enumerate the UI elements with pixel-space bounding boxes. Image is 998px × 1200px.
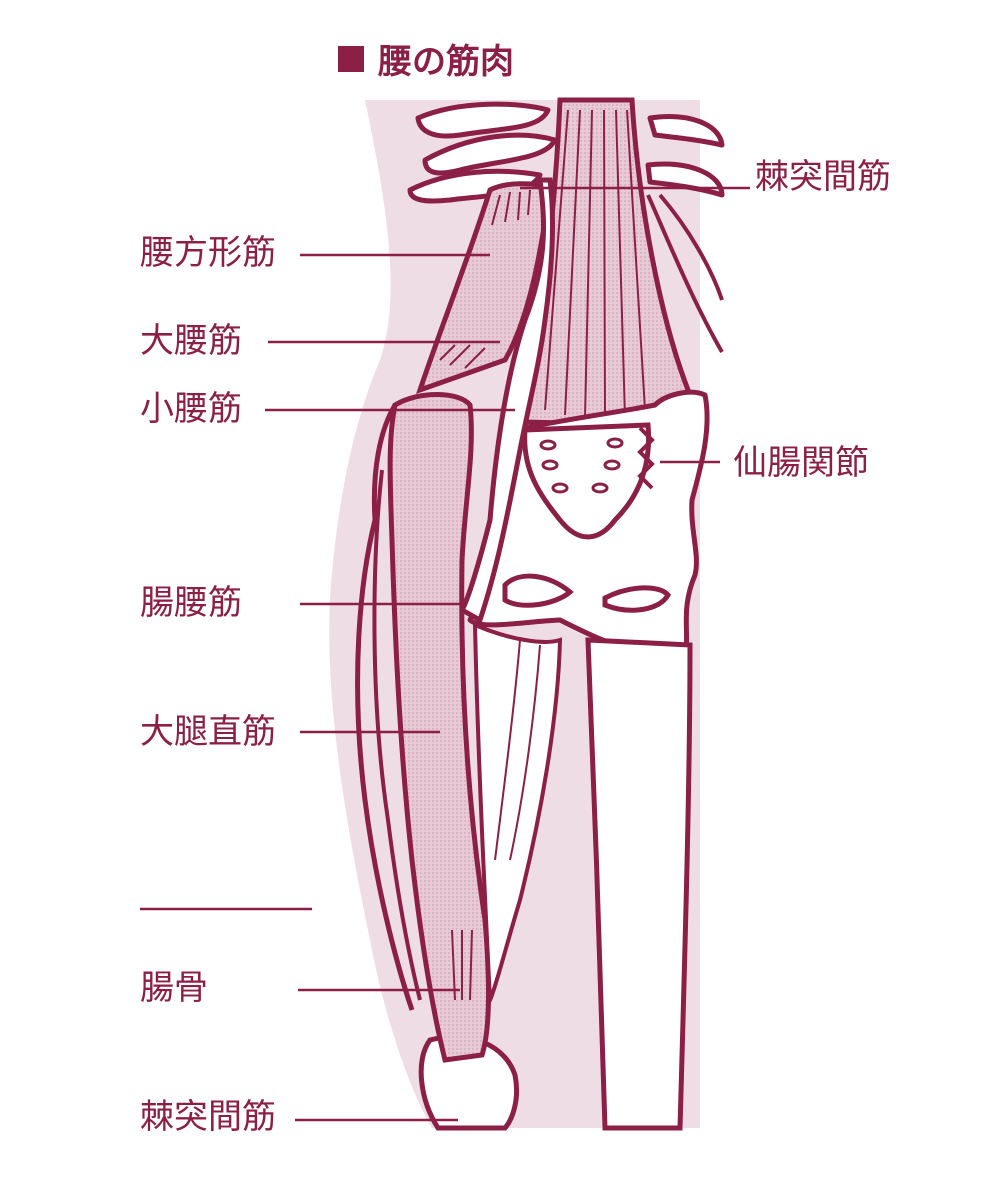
sacroiliac-zigzag [637,426,655,490]
iliopsoas-rectus-muscle [387,392,491,1063]
pointer-lines [140,186,750,1122]
label-quadratus-lumborum: 腰方形筋 [140,233,276,273]
label-sacroiliac-joint: 仙腸関節 [733,443,869,483]
inner-thigh-striations [494,639,541,861]
label-spinous-right: 棘突間筋 [755,157,891,197]
label-spinous-bottom: 棘突間筋 [140,1097,276,1137]
quadratus-striations [439,189,531,369]
flank-lines [646,193,724,353]
psoas-major-muscle [458,177,555,624]
label-psoas-minor: 小腰筋 [140,389,242,429]
sacral-foramina [539,437,624,494]
outer-thigh-contour [355,403,415,1011]
rectus-tendon-lines [451,929,473,1001]
figure-title: 腰の筋肉 [338,34,514,83]
lateral-muscle-line [372,469,422,1001]
title-text: 腰の筋肉 [378,42,514,82]
label-iliopsoas: 腸腰筋 [140,583,242,623]
title-square-icon [338,45,364,72]
label-ilium: 腸骨 [140,968,208,1008]
label-psoas-major: 大腰筋 [140,321,242,361]
label-rectus-femoris: 大腿直筋 [140,712,276,752]
obturator-openings [502,573,671,613]
inner-thigh-muscle [472,621,563,1008]
